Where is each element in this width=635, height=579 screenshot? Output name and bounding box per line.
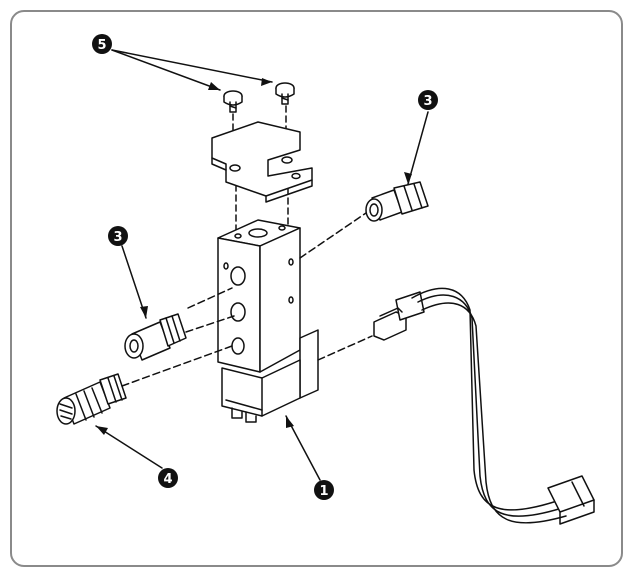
callout-3-left: 3 [108,226,128,246]
leader-lines [95,49,429,481]
screw-left [223,90,243,113]
callout-4: 4 [158,468,178,488]
fitting-left [124,313,187,361]
callout-4-label: 4 [163,472,172,487]
leader-arrowheads [96,78,412,435]
fitting-alignment-lines [121,212,373,387]
callout-5: 5 [92,34,112,54]
silencer [56,373,127,425]
solenoid-valve [217,219,319,423]
callout-3-right: 3 [418,90,438,110]
mounting-bracket [211,121,313,203]
screw-right [275,82,295,105]
callout-1-label: 1 [319,484,328,499]
callout-1: 1 [314,480,334,500]
cable-harness [373,287,595,525]
callout-3-left-label: 3 [113,230,122,245]
fitting-right [365,181,429,222]
callout-3-right-label: 3 [423,94,432,109]
callout-5-label: 5 [97,38,106,53]
